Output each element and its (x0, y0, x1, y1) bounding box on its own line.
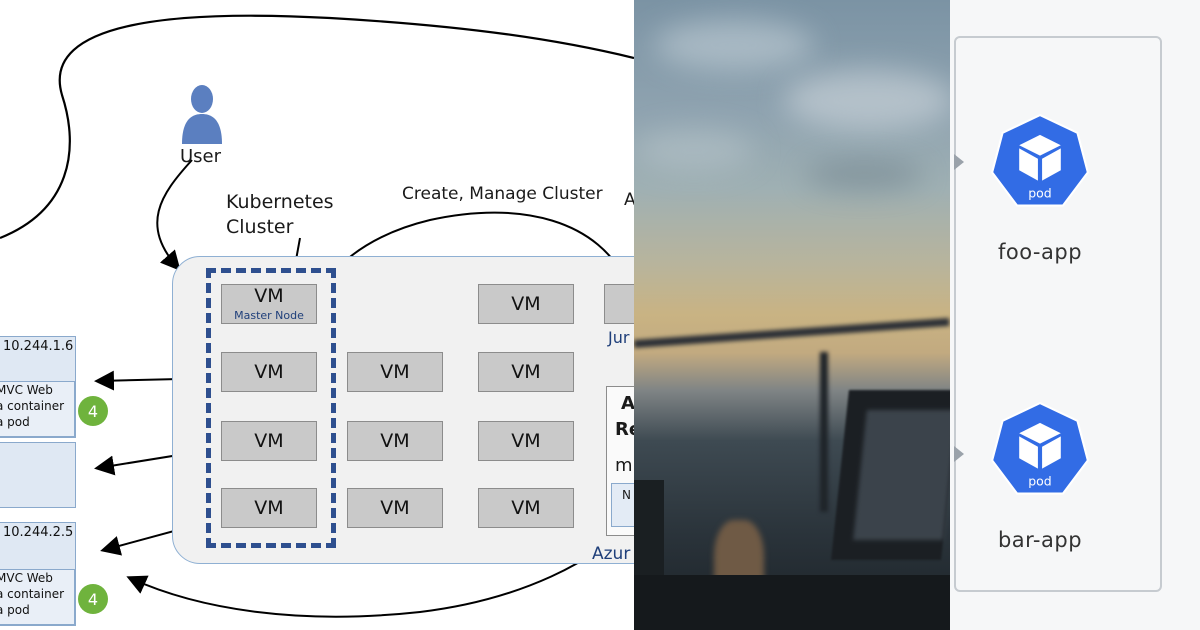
azure-label: Azur (592, 544, 631, 564)
worker-node-2 (0, 442, 76, 508)
create-manage-label: Create, Manage Cluster (402, 184, 603, 204)
cut-label-top: A (624, 190, 634, 210)
jumpbox-label: Jur (608, 328, 630, 347)
pods-panel: pod foo-app pod bar-app (950, 0, 1200, 630)
foo-app-label: foo-app (997, 240, 1083, 264)
master-node-group (206, 268, 336, 548)
vm: VM (478, 488, 574, 528)
pod-text-line3: a pod (0, 415, 30, 429)
acr-small-label: N (622, 488, 631, 502)
bar-app-label: bar-app (997, 528, 1083, 552)
user-icon (182, 85, 222, 144)
user-label: User (180, 146, 222, 167)
acr-box: A Re m N (606, 386, 634, 536)
node-ip: 10.244.1.6 (3, 339, 74, 354)
acr-line3: m (615, 455, 633, 476)
vm: VM (221, 421, 317, 461)
worker-node-1: 10.244.1.6 MVC Web a container a pod (0, 336, 76, 438)
vm: VM (221, 488, 317, 528)
pod-box: MVC Web a container a pod (0, 569, 75, 625)
acr-inner-box: N (611, 483, 634, 527)
vm-jumpbox (604, 284, 634, 324)
sunset-photo (634, 0, 950, 630)
kubernetes-diagram-panel: User Kubernetes Cluster Create, Manage C… (0, 14, 634, 626)
pod-text-line2: a container (0, 587, 65, 601)
worker-node-3: 10.244.2.5 MVC Web a container a pod (0, 522, 76, 626)
step-badge: 4 (78, 396, 108, 426)
vm: VM (347, 352, 443, 392)
vm: VM (221, 352, 317, 392)
vm-label: VM (254, 284, 284, 307)
vm: VM (478, 352, 574, 392)
photo-panel (634, 0, 950, 630)
cluster-label: Kubernetes Cluster (226, 191, 334, 238)
arrow-right-icon (954, 154, 964, 170)
pod-text-line1: MVC Web (0, 571, 53, 585)
vm: VM (478, 284, 574, 324)
step-badge: 4 (78, 584, 108, 614)
acr-line2: Re (615, 419, 634, 440)
vm: VM (347, 421, 443, 461)
vm: VM (478, 421, 574, 461)
vm: VM (347, 488, 443, 528)
pod-icon: pod (991, 401, 1089, 495)
pod-text-line3: a pod (0, 603, 30, 617)
pod-icon-text: pod (1028, 473, 1051, 488)
node-ip: 10.244.2.5 (3, 525, 74, 540)
arrow-right-icon (954, 446, 964, 462)
master-node-label: Master Node (234, 308, 304, 322)
vm-master-node: VM Master Node (221, 284, 317, 324)
pod-icon-text: pod (1028, 185, 1051, 200)
pod-text-line2: a container (0, 399, 65, 413)
pod-icon: pod (991, 113, 1089, 207)
acr-line1: A (621, 393, 634, 414)
pods-frame (954, 36, 1162, 592)
pod-text-line1: MVC Web (0, 383, 53, 397)
pod-box: MVC Web a container a pod (0, 381, 75, 437)
